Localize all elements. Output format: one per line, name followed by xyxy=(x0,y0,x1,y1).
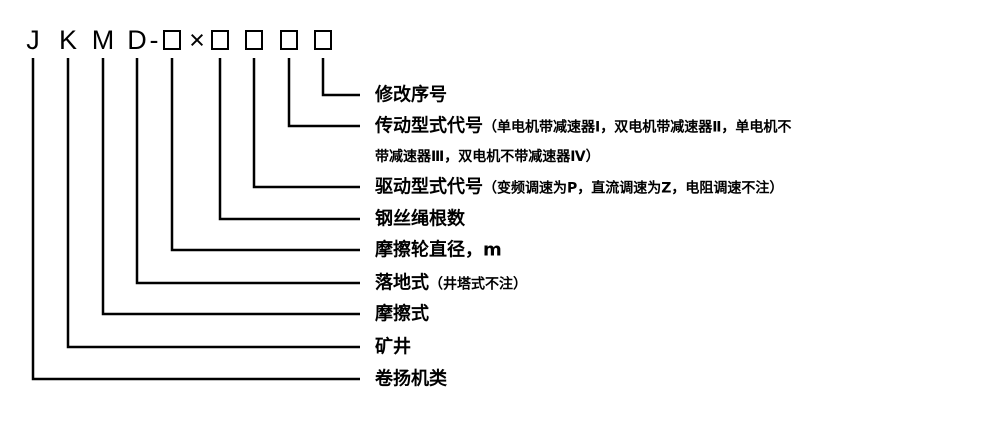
label-main: 传动型式代号 xyxy=(375,115,483,137)
label-main: 修改序号 xyxy=(375,84,447,106)
label-floor-type: 落地式（井塔式不注） xyxy=(375,269,527,295)
label-drive: 驱动型式代号（变频调速为P，直流调速为Z，电阻调速不注） xyxy=(375,173,783,199)
code-dash: - xyxy=(149,25,159,55)
connector-line-8 xyxy=(31,58,360,381)
label-ropes: 钢丝绳根数 xyxy=(375,205,465,231)
code-placeholder-ropes xyxy=(211,30,229,50)
code-letter-m: M xyxy=(91,25,115,55)
label-note: （变频调速为P，直流调速为Z，电阻调速不注） xyxy=(483,180,784,197)
code-letter-j: J xyxy=(26,25,40,55)
code-letter-k: K xyxy=(58,25,78,55)
label-main: 摩擦式 xyxy=(375,303,429,325)
label-hoist: 卷扬机类 xyxy=(375,365,447,391)
code-placeholder-revision xyxy=(314,30,332,50)
label-note: （井塔式不注） xyxy=(429,276,527,293)
label-transmission-note-cont: 带减速器Ⅲ，双电机不带减速器Ⅳ） xyxy=(375,149,600,165)
label-main: 卷扬机类 xyxy=(375,368,447,390)
connector-line-0 xyxy=(321,58,360,97)
connector-line-6 xyxy=(101,58,360,316)
code-letter-d: D xyxy=(127,25,147,55)
label-friction: 摩擦式 xyxy=(375,300,429,326)
label-mine: 矿井 xyxy=(375,333,411,359)
label-transmission: 传动型式代号（单电机带减速器Ⅰ，双电机带减速器Ⅱ，单电机不 xyxy=(375,112,791,138)
label-main: 落地式 xyxy=(375,272,429,294)
code-placeholder-drive xyxy=(245,30,263,50)
connector-line-7 xyxy=(66,58,360,349)
code-placeholder-diameter xyxy=(163,30,181,50)
label-diameter: 摩擦轮直径，m xyxy=(375,236,502,262)
connector-line-2 xyxy=(252,58,360,189)
label-main: 矿井 xyxy=(375,336,411,358)
code-placeholder-transmission xyxy=(280,30,298,50)
label-main: 摩擦轮直径，m xyxy=(375,239,502,261)
label-main: 钢丝绳根数 xyxy=(375,208,465,230)
connector-line-5 xyxy=(135,58,360,285)
label-revision: 修改序号 xyxy=(375,81,447,107)
connector-line-1 xyxy=(287,58,360,128)
connector-line-4 xyxy=(170,58,360,252)
code-times: × xyxy=(189,25,205,55)
label-main: 驱动型式代号 xyxy=(375,176,483,198)
connector-line-3 xyxy=(218,58,360,221)
label-note: （单电机带减速器Ⅰ，双电机带减速器Ⅱ，单电机不 xyxy=(483,119,792,136)
